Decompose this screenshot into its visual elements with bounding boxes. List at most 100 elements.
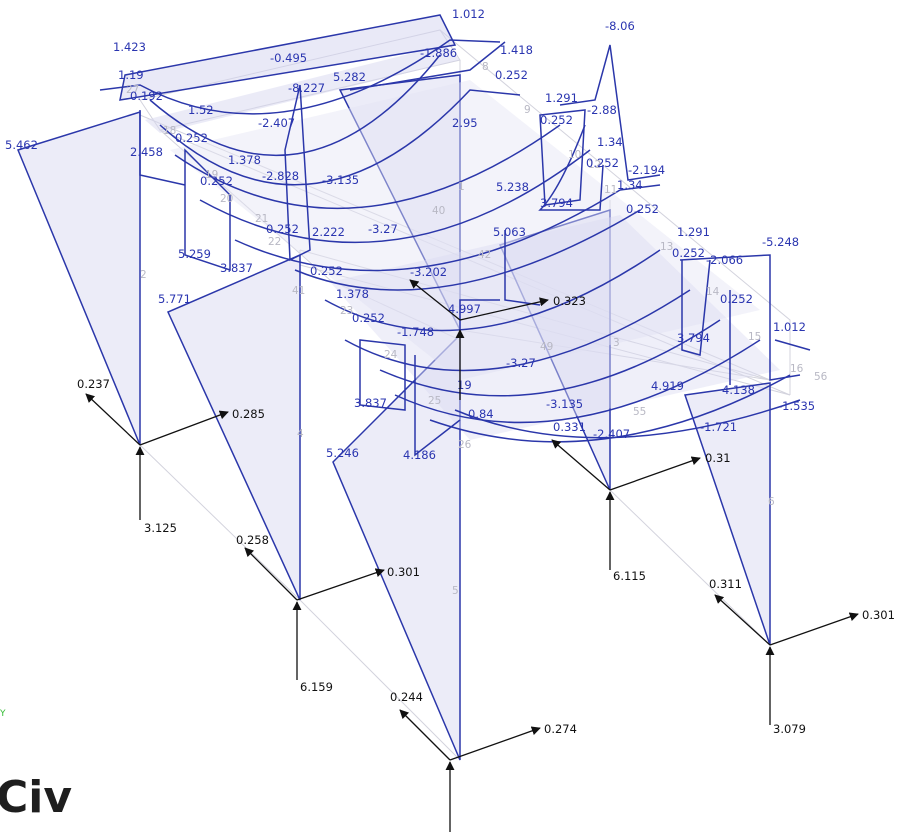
member-label: 49 <box>540 341 553 353</box>
column-diagram-2 <box>16 110 141 446</box>
axis-label: Y <box>0 709 6 719</box>
reaction-values: 0.237 0.285 3.125 0.258 0.301 6.159 0.32… <box>77 294 895 736</box>
member-label: 40 <box>432 205 445 217</box>
moment-label: 4.997 <box>448 302 481 316</box>
moment-label: -0.495 <box>270 51 307 65</box>
moment-label: 3.794 <box>540 196 573 210</box>
moment-label: 1.012 <box>452 7 485 21</box>
moment-label: 1.34 <box>597 135 623 149</box>
moment-label: 0.252 <box>200 174 233 188</box>
moment-label: 1.52 <box>188 103 214 117</box>
member-label: 15 <box>748 331 761 343</box>
member-label: 6 <box>768 496 775 508</box>
reaction-label: 6.159 <box>300 680 333 694</box>
member-label: 11 <box>604 184 617 196</box>
moment-label: -2.407 <box>593 427 630 441</box>
moment-label: 3.837 <box>354 396 387 410</box>
moment-label: 2.95 <box>452 116 478 130</box>
member-label: 4 <box>297 428 304 440</box>
member-label: 21 <box>255 213 268 225</box>
moment-label: 0.252 <box>540 113 573 127</box>
moment-label: -8.06 <box>605 19 635 33</box>
moment-label: 5.462 <box>5 138 38 152</box>
spike-diagrams <box>139 84 586 457</box>
member-label: 2 <box>140 269 147 281</box>
reaction-label: 0.244 <box>390 690 423 704</box>
member-label: 41 <box>292 285 305 297</box>
member-label: 42 <box>478 249 491 261</box>
member-label: 23 <box>340 305 353 317</box>
member-label: 20 <box>220 193 233 205</box>
member-label: 24 <box>384 349 398 361</box>
brand-logo-text: Civ <box>0 772 72 823</box>
moment-label: -2.407 <box>258 116 295 130</box>
column-diagram-3 <box>498 208 611 491</box>
member-label: 19 <box>205 169 218 181</box>
moment-label: -3.202 <box>410 265 447 279</box>
moment-label: 0.252 <box>495 68 528 82</box>
column-diagram-4 <box>166 253 301 601</box>
reaction-label: 6.115 <box>613 569 646 583</box>
moment-label: -3.27 <box>368 222 398 236</box>
moment-label: 0.252 <box>626 202 659 216</box>
member-label: 18 <box>163 125 176 137</box>
moment-label: 0.252 <box>352 311 385 325</box>
support-reactions <box>85 279 859 832</box>
moment-values: 1.012 -8.06 1.423 -0.495 -1.886 1.418 1.… <box>5 7 815 462</box>
moment-label: 1.291 <box>677 225 710 239</box>
reaction-label: 0.301 <box>862 608 895 622</box>
slab-strips <box>119 14 780 440</box>
reaction-label: 0.31 <box>705 451 731 465</box>
member-label: 26 <box>458 439 472 451</box>
beam-moment-curves <box>99 39 811 443</box>
moment-label: 0.252 <box>672 246 705 260</box>
column-moment-diagrams <box>16 74 771 761</box>
member-label: 1 <box>458 181 465 193</box>
column-diagram-5 <box>332 333 461 761</box>
moment-label: 0.84 <box>468 407 494 421</box>
moment-label: 0.252 <box>266 222 299 236</box>
moment-label: 1.378 <box>336 287 369 301</box>
moment-label: -3.135 <box>322 173 359 187</box>
moment-label: 1.423 <box>113 40 146 54</box>
member-label: 22 <box>268 236 281 248</box>
member-numbers: 27 8 9 18 19 20 21 22 23 24 25 26 10 11 … <box>126 61 828 597</box>
moment-label: -1.748 <box>397 325 434 339</box>
moment-label: 1.291 <box>545 91 578 105</box>
moment-label: -1.535 <box>778 399 815 413</box>
member-label: 10 <box>568 149 581 161</box>
moment-label: -3.135 <box>546 397 583 411</box>
moment-label: -1.721 <box>700 420 737 434</box>
moment-label: 0.331 <box>553 420 586 434</box>
moment-label: 4.138 <box>722 383 755 397</box>
member-label: 5 <box>452 585 459 597</box>
reaction-label: 0.237 <box>77 377 110 391</box>
moment-label: 4.186 <box>403 448 436 462</box>
moment-label: 0.252 <box>310 264 343 278</box>
reaction-label: 0.301 <box>387 565 420 579</box>
moment-label: 2.222 <box>312 225 345 239</box>
moment-label: 1.19 <box>118 68 144 82</box>
moment-label: 5.259 <box>178 247 211 261</box>
moment-label: 5.246 <box>326 446 359 460</box>
moment-label: 5.063 <box>493 225 526 239</box>
reaction-label: 0.285 <box>232 407 265 421</box>
member-label: 8 <box>482 61 489 73</box>
member-label: 9 <box>524 104 531 116</box>
moment-label: -2.88 <box>587 103 617 117</box>
reaction-label: 3.125 <box>144 521 177 535</box>
member-label: 3 <box>613 337 620 349</box>
member-label: 56 <box>814 371 828 383</box>
moment-label: -2.828 <box>262 169 299 183</box>
moment-label: 1.418 <box>500 43 533 57</box>
moment-label: 0.252 <box>720 292 753 306</box>
moment-label: 1.34 <box>617 178 643 192</box>
moment-label: -5.248 <box>762 235 799 249</box>
member-label: 27 <box>126 84 139 96</box>
moment-label: -2.194 <box>628 163 665 177</box>
moment-label: -2.066 <box>706 253 743 267</box>
reaction-label: 0.274 <box>544 722 577 736</box>
moment-label: 1.378 <box>228 153 261 167</box>
member-label: 25 <box>428 395 441 407</box>
